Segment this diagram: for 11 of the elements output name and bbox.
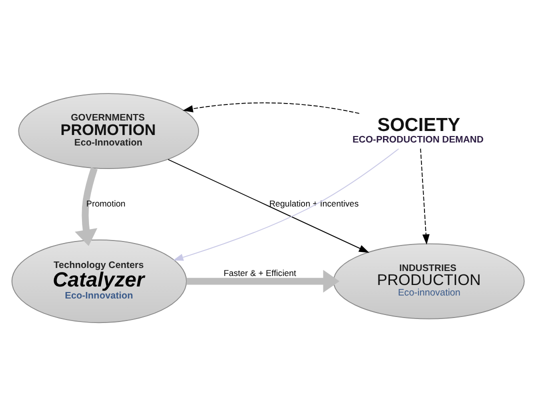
arrow xyxy=(74,167,98,246)
node-ellipse: Technology Centers Catalyzer Eco-Innovation xyxy=(11,239,187,324)
arrow xyxy=(182,102,360,114)
arrow xyxy=(186,270,340,293)
edge-label: Promotion xyxy=(86,198,126,208)
arrow xyxy=(168,159,370,253)
arrow xyxy=(173,148,399,261)
arrow xyxy=(420,148,430,245)
node-text: SOCIETY ECO-PRODUCTION DEMAND xyxy=(352,115,484,146)
node-ellipse: GOVERNMENTS PROMOTION Eco-Innovation xyxy=(18,93,200,170)
edge-label: Faster & + Efficient xyxy=(224,268,296,278)
